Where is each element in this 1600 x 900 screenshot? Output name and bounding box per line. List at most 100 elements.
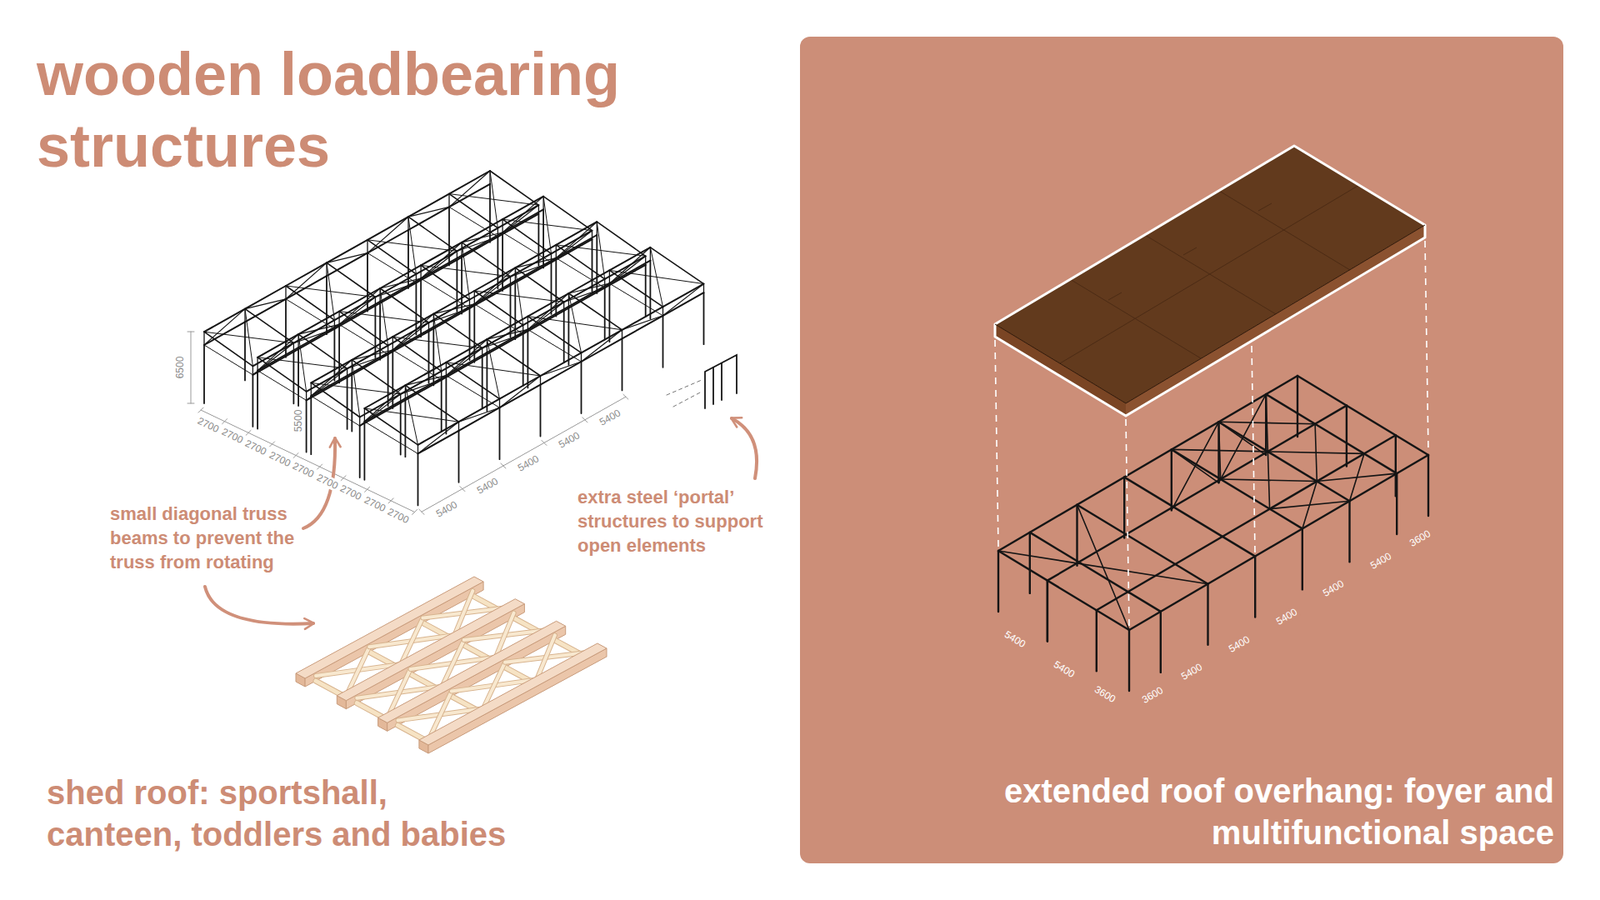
truss-diagonal	[367, 216, 409, 253]
slab-joint	[1219, 190, 1350, 270]
truss-chord	[257, 334, 299, 358]
dimension-label: 2700	[241, 436, 270, 459]
steel-column	[1128, 630, 1130, 691]
steel-column	[420, 278, 422, 337]
slab-side	[995, 324, 1126, 416]
dimension-label: 2700	[360, 493, 390, 515]
truss-chord	[347, 354, 389, 378]
dimension-tick	[198, 407, 204, 413]
truss-chord	[351, 350, 393, 374]
truss-chord	[445, 339, 487, 363]
steel-column	[305, 400, 308, 452]
steel-column	[510, 285, 512, 337]
steel-column	[1160, 611, 1162, 673]
roof-bracing	[1350, 453, 1365, 501]
steel-column	[379, 301, 381, 360]
truss-post	[366, 240, 368, 254]
steel-column	[540, 385, 542, 437]
dimension-label: 2700	[218, 425, 247, 447]
steel-column	[350, 373, 353, 432]
roof-beam	[486, 339, 540, 376]
slab-outline	[995, 145, 1425, 416]
dimension-label: 2700	[313, 470, 342, 493]
truss-chord	[405, 362, 446, 386]
truss-diagonal	[449, 170, 490, 207]
roof-beam	[596, 221, 645, 256]
dimension-tick	[623, 394, 629, 400]
truss-diagonal	[445, 339, 487, 375]
dimension-label: 3600	[1405, 526, 1435, 550]
truss-diagonal	[500, 375, 541, 408]
steel-column	[1046, 580, 1049, 642]
steel-column	[346, 377, 349, 430]
dimension-tick	[388, 498, 394, 504]
steel-column	[404, 398, 406, 457]
truss-diagonal	[609, 247, 650, 284]
truss-diagonal	[351, 350, 393, 360]
roof-slab	[995, 145, 1425, 416]
truss-diagonal	[392, 314, 434, 350]
dimension-label: 3600	[1090, 682, 1120, 706]
truss-chord	[622, 315, 664, 340]
truss-chord	[245, 285, 286, 310]
steel-beam	[1129, 455, 1429, 630]
truss-diagonal	[540, 361, 582, 376]
steel-beam	[1265, 394, 1397, 474]
dimension-tick	[419, 509, 425, 515]
panel-node: extended roof overhang: foyer and multif…	[800, 36, 1564, 864]
truss-diagonal	[310, 360, 352, 396]
steel-column	[1254, 556, 1256, 618]
truss-diagonal	[555, 221, 597, 258]
steel-column	[1345, 405, 1348, 467]
truss-chord	[581, 338, 623, 362]
callout-note: small diagonal truss beams to prevent th…	[110, 501, 315, 575]
truss-chord	[510, 262, 552, 286]
truss-chord	[445, 352, 487, 376]
truss-diagonal	[433, 304, 475, 315]
truss-post	[460, 242, 462, 256]
steel-column	[1395, 435, 1397, 496]
truss-chord	[420, 255, 462, 280]
steel-column	[325, 275, 328, 335]
truss-post	[256, 357, 258, 371]
projection-lines	[995, 240, 1429, 626]
truss-post	[486, 339, 488, 353]
dimension-label: 5400	[1177, 660, 1206, 684]
dimension-label: 5400	[1225, 632, 1254, 656]
portal-guide	[673, 391, 702, 407]
steel-column	[473, 304, 475, 363]
truss-chord	[429, 308, 470, 332]
slab-mark	[1108, 292, 1122, 300]
dimension-label: 5400	[1320, 577, 1349, 601]
wall-bracing	[1171, 421, 1220, 510]
dimension-label: 5400	[514, 451, 543, 475]
truss-diagonal	[245, 299, 286, 310]
truss-post	[448, 194, 450, 208]
steel-column	[621, 338, 624, 390]
dimension-label: 5400	[1050, 657, 1079, 681]
truss-chord	[204, 309, 245, 333]
truss-chord	[474, 280, 515, 305]
projection-line	[1125, 419, 1130, 626]
truss-chord	[663, 292, 705, 316]
truss-chord	[540, 361, 582, 385]
truss-chord	[449, 184, 490, 208]
truss-chord	[486, 329, 528, 353]
steel-column	[1095, 610, 1098, 671]
steel-column	[497, 236, 500, 289]
truss-diagonal	[339, 288, 380, 325]
steel-column	[522, 334, 525, 386]
truss-chord	[449, 170, 490, 195]
panel-caption: extended roof overhang: foyer and multif…	[970, 770, 1555, 854]
truss-diagonal	[285, 262, 327, 299]
steel-column	[374, 305, 376, 358]
steel-column	[580, 361, 583, 414]
truss-diagonal	[515, 258, 556, 269]
lateral-tie	[364, 421, 418, 455]
truss-post	[609, 270, 610, 284]
dimension-line	[190, 331, 192, 404]
truss-post	[407, 216, 409, 230]
truss-chord	[405, 375, 446, 400]
dimension-label: 5400	[473, 475, 502, 498]
truss-chord	[502, 209, 544, 233]
